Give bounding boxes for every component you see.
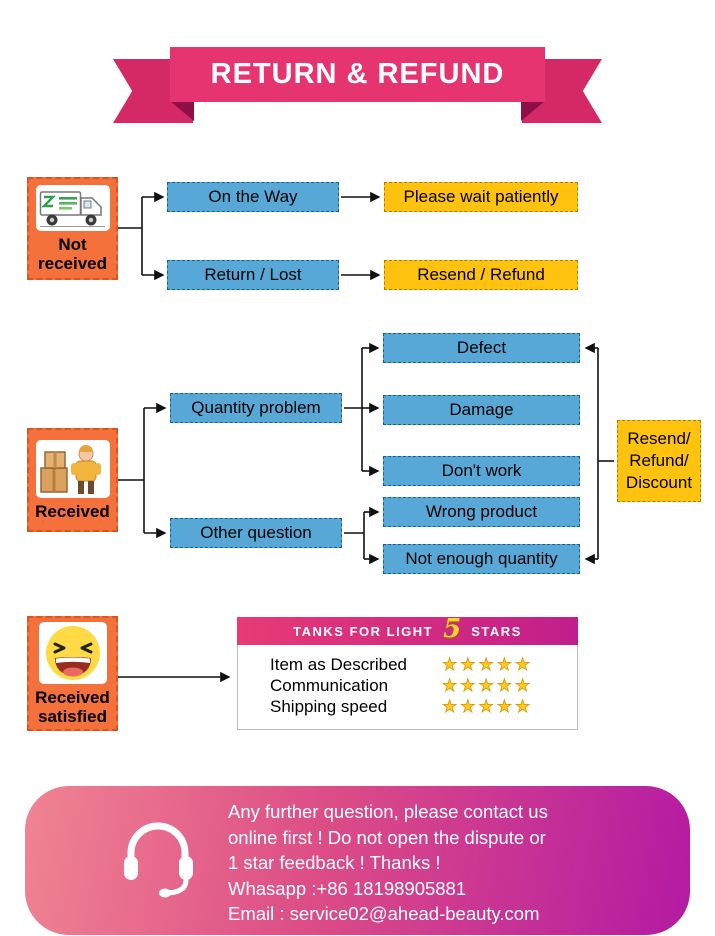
feedback-row-item-as-described: Item as Described ★★★★★ [270, 654, 565, 675]
title-banner: RETURN & REFUND [170, 47, 545, 102]
feedback-panel-header: TANKS FOR LIGHT 5 STARS [237, 614, 578, 645]
headset-icon [124, 822, 193, 898]
result-please-wait: Please wait patiently [384, 182, 578, 212]
delivery-person-icon [35, 439, 110, 498]
page-title: RETURN & REFUND [210, 58, 505, 90]
received-satisfied-source-box: Received satisfied [27, 616, 118, 731]
five-stars-rating: ★★★★★ [442, 696, 534, 716]
feedback-panel-body: Item as Described ★★★★★ Communication ★★… [238, 645, 577, 717]
outcome-line2: Refund/ [629, 451, 689, 470]
not-received-label-line1: Not [58, 234, 87, 254]
outcome-line3: Discount [625, 473, 693, 492]
contact-footer: Any further question, please contact us … [25, 786, 690, 935]
received-label-line1: Received [35, 501, 110, 521]
received-satisfied-label: Received satisfied [35, 688, 110, 726]
condition-return-lost: Return / Lost [167, 260, 339, 290]
contact-text-block: Any further question, please contact us … [228, 799, 548, 927]
contact-line-1: Any further question, please contact us [228, 801, 548, 822]
five-stars-rating: ★★★★★ [442, 675, 534, 695]
issue-damage: Damage [383, 395, 580, 425]
condition-quantity-problem: Quantity problem [170, 393, 342, 423]
issue-dont-work: Don't work [383, 456, 580, 486]
not-received-label: Not received [38, 235, 107, 273]
issue-wrong-product: Wrong product [383, 497, 580, 527]
delivery-truck-icon [35, 184, 110, 231]
satisfied-label-line1: Received [35, 687, 110, 707]
feedback-row-communication: Communication ★★★★★ [270, 675, 565, 696]
feedback-row-label: Shipping speed [270, 696, 388, 716]
satisfied-label-line2: satisfied [38, 706, 107, 726]
condition-other-question: Other question [170, 518, 342, 548]
feedback-header-prefix: TANKS FOR LIGHT [293, 623, 434, 639]
feedback-row-label: Communication [270, 675, 389, 695]
not-received-source-box: Not received [27, 177, 118, 280]
contact-line-3: 1 star feedback ! Thanks ! [228, 852, 441, 873]
result-resend-refund: Resend / Refund [384, 260, 578, 290]
feedback-panel: TANKS FOR LIGHT 5 STARS Item as Describe… [237, 614, 578, 730]
five-stars-rating: ★★★★★ [442, 654, 534, 674]
contact-line-2: online first ! Do not open the dispute o… [228, 826, 546, 848]
contact-whatsapp: Whasapp :+86 18198905881 [228, 877, 467, 899]
feedback-row-label: Item as Described [270, 654, 407, 674]
outcome-line1: Resend/ [627, 429, 691, 448]
received-source-box: Received [27, 428, 118, 532]
condition-on-the-way: On the Way [167, 182, 339, 212]
outcome-resend-refund-discount: Resend/ Refund/ Discount [617, 420, 701, 502]
laughing-emoji-icon [38, 621, 107, 684]
issue-defect: Defect [383, 333, 580, 363]
feedback-header-number: 5 [443, 614, 462, 644]
issue-not-enough-quantity: Not enough quantity [383, 544, 580, 574]
feedback-row-shipping-speed: Shipping speed ★★★★★ [270, 696, 565, 717]
contact-email: Email : service02@ahead-beauty.com [228, 903, 540, 924]
not-received-label-line2: received [38, 253, 107, 273]
received-label: Received [35, 502, 110, 521]
feedback-header-suffix: STARS [471, 623, 522, 639]
